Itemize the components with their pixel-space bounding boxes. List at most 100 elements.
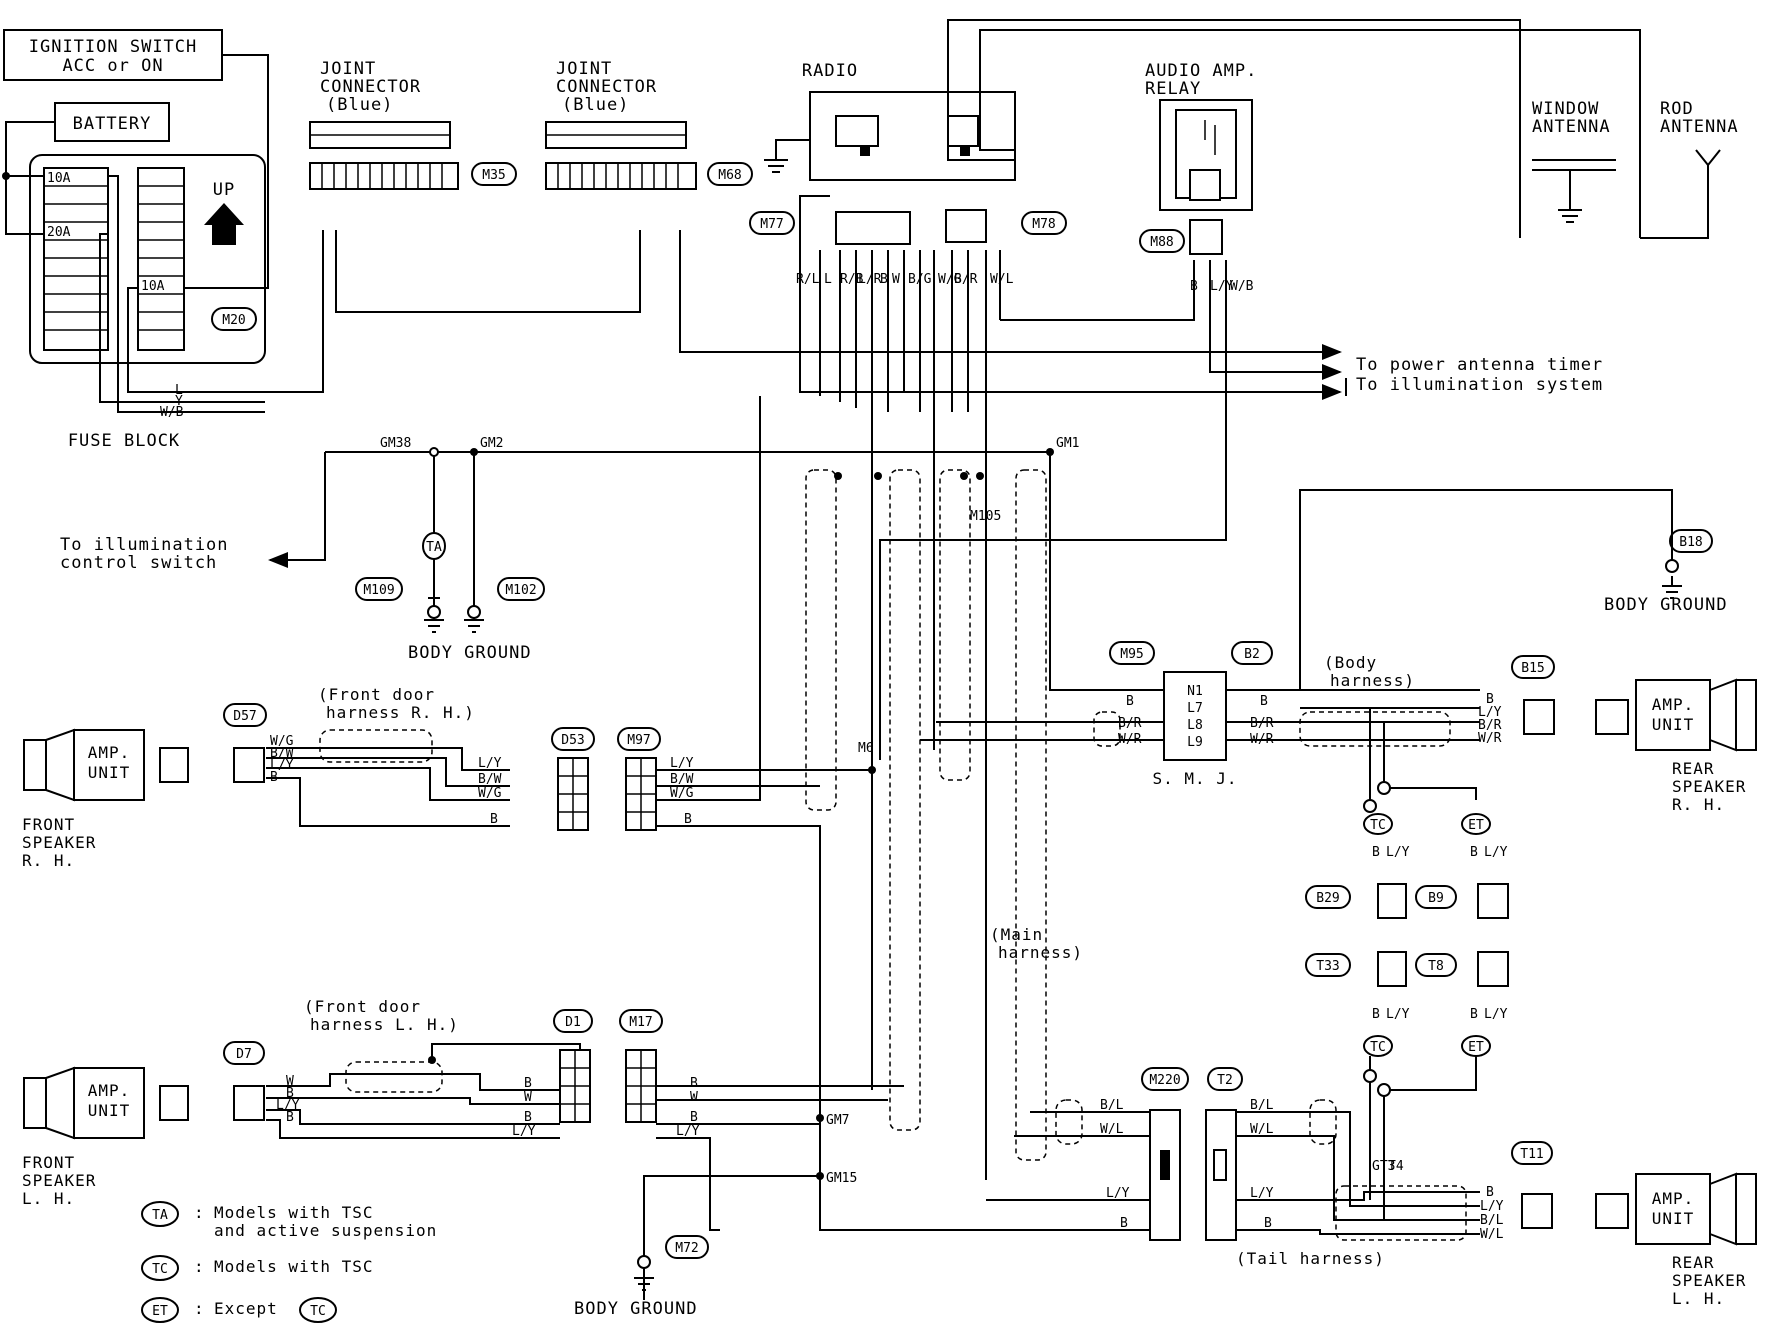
- ignition-switch-label: IGNITION SWITCH: [29, 37, 198, 57]
- svg-text:B9: B9: [1428, 891, 1444, 906]
- tc-badge-2: TC: [1363, 1035, 1393, 1057]
- conn-m20: M20: [211, 307, 257, 331]
- svg-text:T8: T8: [1428, 959, 1444, 974]
- svg-text:FRONT: FRONT: [22, 815, 75, 834]
- up-arrow-icon: [204, 203, 244, 245]
- svg-text:W/L: W/L: [1100, 1122, 1124, 1137]
- svg-text:W/G: W/G: [670, 786, 694, 801]
- svg-text:M77: M77: [760, 217, 783, 232]
- svg-text:D1: D1: [565, 1015, 581, 1030]
- conn-m102: M102: [497, 577, 545, 601]
- svg-text:B/G: B/G: [908, 272, 932, 287]
- svg-text:M6: M6: [858, 741, 874, 756]
- conn-m77: M77: [749, 211, 911, 245]
- svg-text:AMP.: AMP.: [88, 1081, 131, 1100]
- dest-power-antenna: To power antenna timer: [1356, 355, 1603, 375]
- conn-b15: B15: [1511, 655, 1555, 679]
- svg-text:harness L. H.): harness L. H.): [310, 1015, 459, 1034]
- et-badge-2: ET: [1461, 1035, 1491, 1057]
- svg-text:Except: Except: [214, 1299, 278, 1318]
- ignition-switch-sub: ACC or ON: [62, 56, 163, 76]
- svg-text:UNIT: UNIT: [1652, 1209, 1695, 1228]
- front-speaker-lh: AMP. UNIT FRONT SPEAKER L. H.: [22, 1066, 265, 1208]
- svg-text:W/G: W/G: [270, 734, 294, 749]
- svg-text:B: B: [1372, 1007, 1380, 1022]
- svg-text:CONNECTOR: CONNECTOR: [556, 77, 657, 97]
- svg-text:RELAY: RELAY: [1145, 79, 1201, 99]
- svg-text:B: B: [524, 1076, 532, 1091]
- svg-text:UNIT: UNIT: [88, 763, 131, 782]
- svg-text:(Blue): (Blue): [562, 95, 629, 115]
- svg-text:(Body: (Body: [1324, 653, 1377, 672]
- svg-text:W/L: W/L: [990, 272, 1014, 287]
- svg-text:B: B: [1264, 1216, 1272, 1231]
- conn-m109: M109: [355, 577, 403, 601]
- svg-text:D57: D57: [233, 709, 256, 724]
- svg-text:(Main: (Main: [990, 925, 1043, 944]
- legend-et: ET : Except TC: [141, 1297, 337, 1323]
- fuse-10a-2-label: 10A: [141, 279, 165, 294]
- svg-text:ANTENNA: ANTENNA: [1532, 117, 1611, 137]
- svg-text:To illumination: To illumination: [60, 535, 229, 555]
- rear-speaker-rh: AMP. UNIT REAR SPEAKER R. H.: [1595, 678, 1757, 814]
- svg-text:W: W: [690, 1090, 698, 1105]
- conn-m97: M97: [617, 727, 661, 831]
- svg-text:TA: TA: [426, 540, 442, 555]
- svg-text:S. M. J.: S. M. J.: [1152, 769, 1237, 788]
- fuse-block-label: FUSE BLOCK: [68, 431, 180, 451]
- svg-text:L/Y: L/Y: [1386, 1007, 1410, 1022]
- svg-text:L8: L8: [1187, 718, 1203, 733]
- legend-ta: TA : Models with TSC and active suspensi…: [141, 1201, 437, 1240]
- conn-m17: M17: [619, 1009, 663, 1123]
- svg-text:JOINT: JOINT: [320, 59, 376, 79]
- svg-text:TC: TC: [152, 1262, 168, 1277]
- svg-text:B2: B2: [1244, 647, 1260, 662]
- battery-label: BATTERY: [73, 114, 152, 134]
- svg-text:D53: D53: [561, 733, 584, 748]
- svg-text:B: B: [690, 1076, 698, 1091]
- et-badge-1: ET: [1461, 813, 1491, 835]
- svg-text:REAR: REAR: [1672, 759, 1715, 778]
- conn-t2: T2: [1205, 1067, 1243, 1241]
- svg-text:B/R: B/R: [1250, 716, 1274, 731]
- svg-text:L/Y: L/Y: [1210, 279, 1234, 294]
- fuse-10a-label: 10A: [47, 171, 71, 186]
- svg-text:and active suspension: and active suspension: [214, 1221, 437, 1240]
- svg-text:AMP.: AMP.: [1652, 1189, 1695, 1208]
- svg-text:L/Y: L/Y: [1484, 1007, 1508, 1022]
- svg-text:B: B: [1486, 692, 1494, 707]
- svg-text:B: B: [1486, 1185, 1494, 1200]
- conn-t33: T33: [1305, 951, 1407, 987]
- svg-text:L/Y: L/Y: [1250, 1186, 1274, 1201]
- svg-text:M35: M35: [482, 168, 505, 183]
- up-label: UP: [213, 180, 235, 200]
- conn-d1: D1: [553, 1009, 593, 1123]
- svg-text:R/L: R/L: [796, 272, 820, 287]
- svg-text:B: B: [286, 1086, 294, 1101]
- svg-text:TC: TC: [1370, 818, 1386, 833]
- svg-text:REAR: REAR: [1672, 1253, 1715, 1272]
- svg-text:control switch: control switch: [60, 553, 217, 573]
- svg-text:L/Y: L/Y: [670, 756, 694, 771]
- svg-text:B/R: B/R: [1118, 716, 1142, 731]
- svg-text:L/Y: L/Y: [478, 756, 502, 771]
- svg-text:D7: D7: [236, 1047, 252, 1062]
- svg-text:CONNECTOR: CONNECTOR: [320, 77, 421, 97]
- svg-text:M17: M17: [629, 1015, 652, 1030]
- conn-t8: T8: [1415, 951, 1509, 987]
- svg-text:W: W: [524, 1090, 532, 1105]
- svg-text:B/L: B/L: [1100, 1098, 1124, 1113]
- conn-ta: TA: [422, 532, 446, 560]
- svg-text:B: B: [524, 1110, 532, 1125]
- svg-text:L: L: [824, 272, 832, 287]
- svg-text:R/B: R/B: [840, 272, 864, 287]
- svg-text:Models with TSC: Models with TSC: [214, 1257, 374, 1276]
- svg-text:harness): harness): [998, 943, 1083, 962]
- svg-text:AMP.: AMP.: [1652, 695, 1695, 714]
- svg-text:(Blue): (Blue): [326, 95, 393, 115]
- battery: BATTERY: [54, 102, 170, 142]
- rear-speaker-lh: AMP. UNIT REAR SPEAKER L. H.: [1595, 1172, 1757, 1308]
- svg-text:harness R. H.): harness R. H.): [326, 703, 475, 722]
- svg-text:L/Y: L/Y: [270, 758, 294, 773]
